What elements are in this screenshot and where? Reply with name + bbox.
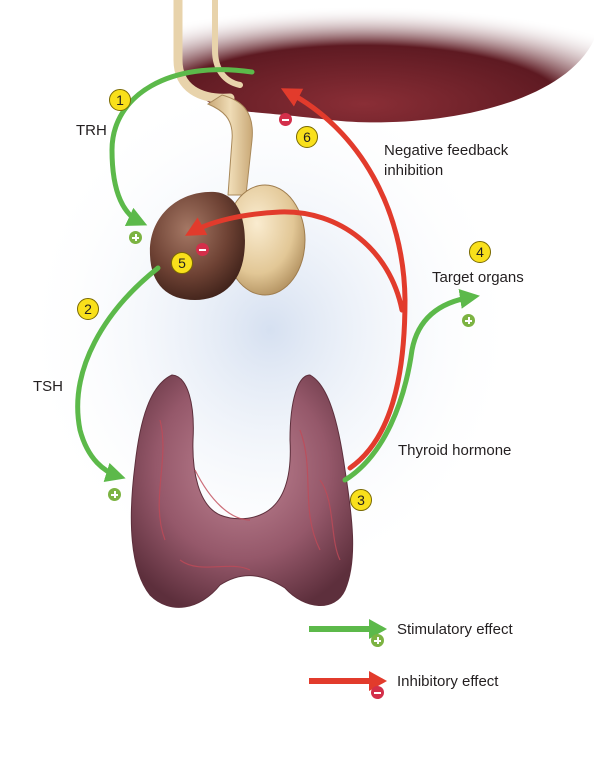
thyroid-hormone-label: Thyroid hormone <box>398 442 512 459</box>
step-badge-1: 1 <box>109 89 131 111</box>
step-badge-6: 6 <box>296 126 318 148</box>
trh-arrow <box>109 67 255 226</box>
feedback-to-hypothalamus-arrow <box>280 88 408 471</box>
negative-feedback-label: Negative feedback inhibition <box>384 142 509 179</box>
pituitary-stalk <box>206 94 253 196</box>
thyroid-gland <box>130 374 354 608</box>
hypothalamus <box>175 0 594 123</box>
target-organs-label: Target organs <box>432 269 524 286</box>
legend-stimulatory-label: Stimulatory effect <box>397 621 513 638</box>
minus-sign-icon <box>279 113 292 126</box>
legend-inhibitory: Inhibitory effect <box>307 666 547 706</box>
step-badge-2: 2 <box>77 298 99 320</box>
plus-sign-icon <box>462 314 475 327</box>
plus-sign-icon <box>108 488 121 501</box>
tsh-label: TSH <box>33 378 63 395</box>
trh-label: TRH <box>76 122 107 139</box>
thyroid-hormone-arrow <box>342 288 480 483</box>
step-badge-5: 5 <box>171 252 193 274</box>
minus-sign-icon <box>371 686 384 699</box>
feedback-to-pituitary-arrow <box>185 209 405 313</box>
legend-stimulatory: Stimulatory effect <box>307 614 547 654</box>
legend-inhibitory-label: Inhibitory effect <box>397 673 499 690</box>
step-badge-4: 4 <box>469 241 491 263</box>
tsh-arrow <box>75 265 161 483</box>
minus-sign-icon <box>196 243 209 256</box>
step-badge-3: 3 <box>350 489 372 511</box>
plus-sign-icon <box>371 634 384 647</box>
plus-sign-icon <box>129 231 142 244</box>
